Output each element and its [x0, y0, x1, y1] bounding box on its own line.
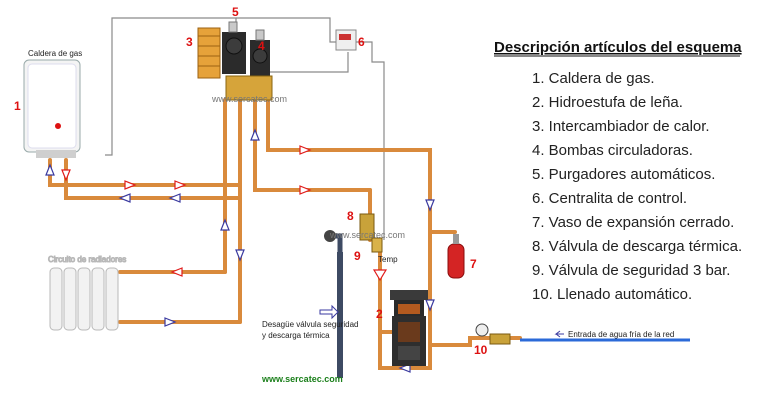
number-2: 2: [376, 307, 383, 321]
description-item: 7. Vaso de expansión cerrado.: [532, 214, 734, 231]
expansion-vessel: [447, 234, 465, 279]
drain-label-line1: Desagüe válvula seguridad: [262, 320, 359, 329]
watermark-mid: www.sercatec.com: [329, 230, 405, 240]
description-item: 6. Centralita de control.: [532, 190, 687, 207]
boiler-label: Caldera de gas: [28, 49, 82, 58]
description-item: 9. Válvula de seguridad 3 bar.: [532, 262, 730, 279]
watermark-top: www.sercatec.com: [211, 94, 287, 104]
inlet-label: Entrada de agua fría de la red: [568, 330, 674, 339]
number-5: 5: [232, 5, 239, 19]
number-4: 4: [258, 39, 265, 53]
auto-fill-valve: [475, 323, 511, 345]
heat-exchanger: [197, 27, 221, 79]
description-item: 5. Purgadores automáticos.: [532, 166, 715, 183]
auto-air-vents: [228, 21, 265, 41]
description-item: 10. Llenado automático.: [532, 286, 692, 303]
description-panel: Descripción artículos del esquema 1. Cal…: [494, 39, 742, 303]
number-9: 9: [354, 249, 361, 263]
description-item: 4. Bombas circuladoras.: [532, 142, 693, 159]
gas-boiler: Caldera de gas: [23, 49, 82, 158]
description-item: 1. Caldera de gas.: [532, 70, 655, 87]
drain-arrow-icon: [319, 304, 339, 320]
drain-label-line2: y descarga térmica: [262, 331, 330, 340]
description-item: 8. Válvula de descarga térmica.: [532, 238, 742, 255]
component-numbers: 1 2 3 4 5 6 7 8 9 10: [14, 5, 488, 357]
description-item: 2. Hidroestufa de leña.: [532, 94, 683, 111]
description-title: Descripción artículos del esquema: [494, 39, 742, 56]
circulation-pumps: [222, 32, 273, 101]
number-6: 6: [358, 35, 365, 49]
safety-valves: [324, 213, 383, 253]
website-label: www.sercatec.com: [261, 374, 343, 384]
radiators-label: Circuito de radiadores: [48, 255, 126, 264]
temp-label: Temp: [378, 255, 398, 264]
number-1: 1: [14, 99, 21, 113]
number-3: 3: [186, 35, 193, 49]
inlet-arrow-icon: [554, 330, 564, 338]
wood-stove: [390, 290, 428, 366]
control-unit: [335, 29, 357, 51]
number-10: 10: [474, 343, 488, 357]
radiator: Circuito de radiadores: [48, 255, 127, 331]
number-8: 8: [347, 209, 354, 223]
description-item: 3. Intercambiador de calor.: [532, 118, 710, 135]
number-7: 7: [470, 257, 477, 271]
